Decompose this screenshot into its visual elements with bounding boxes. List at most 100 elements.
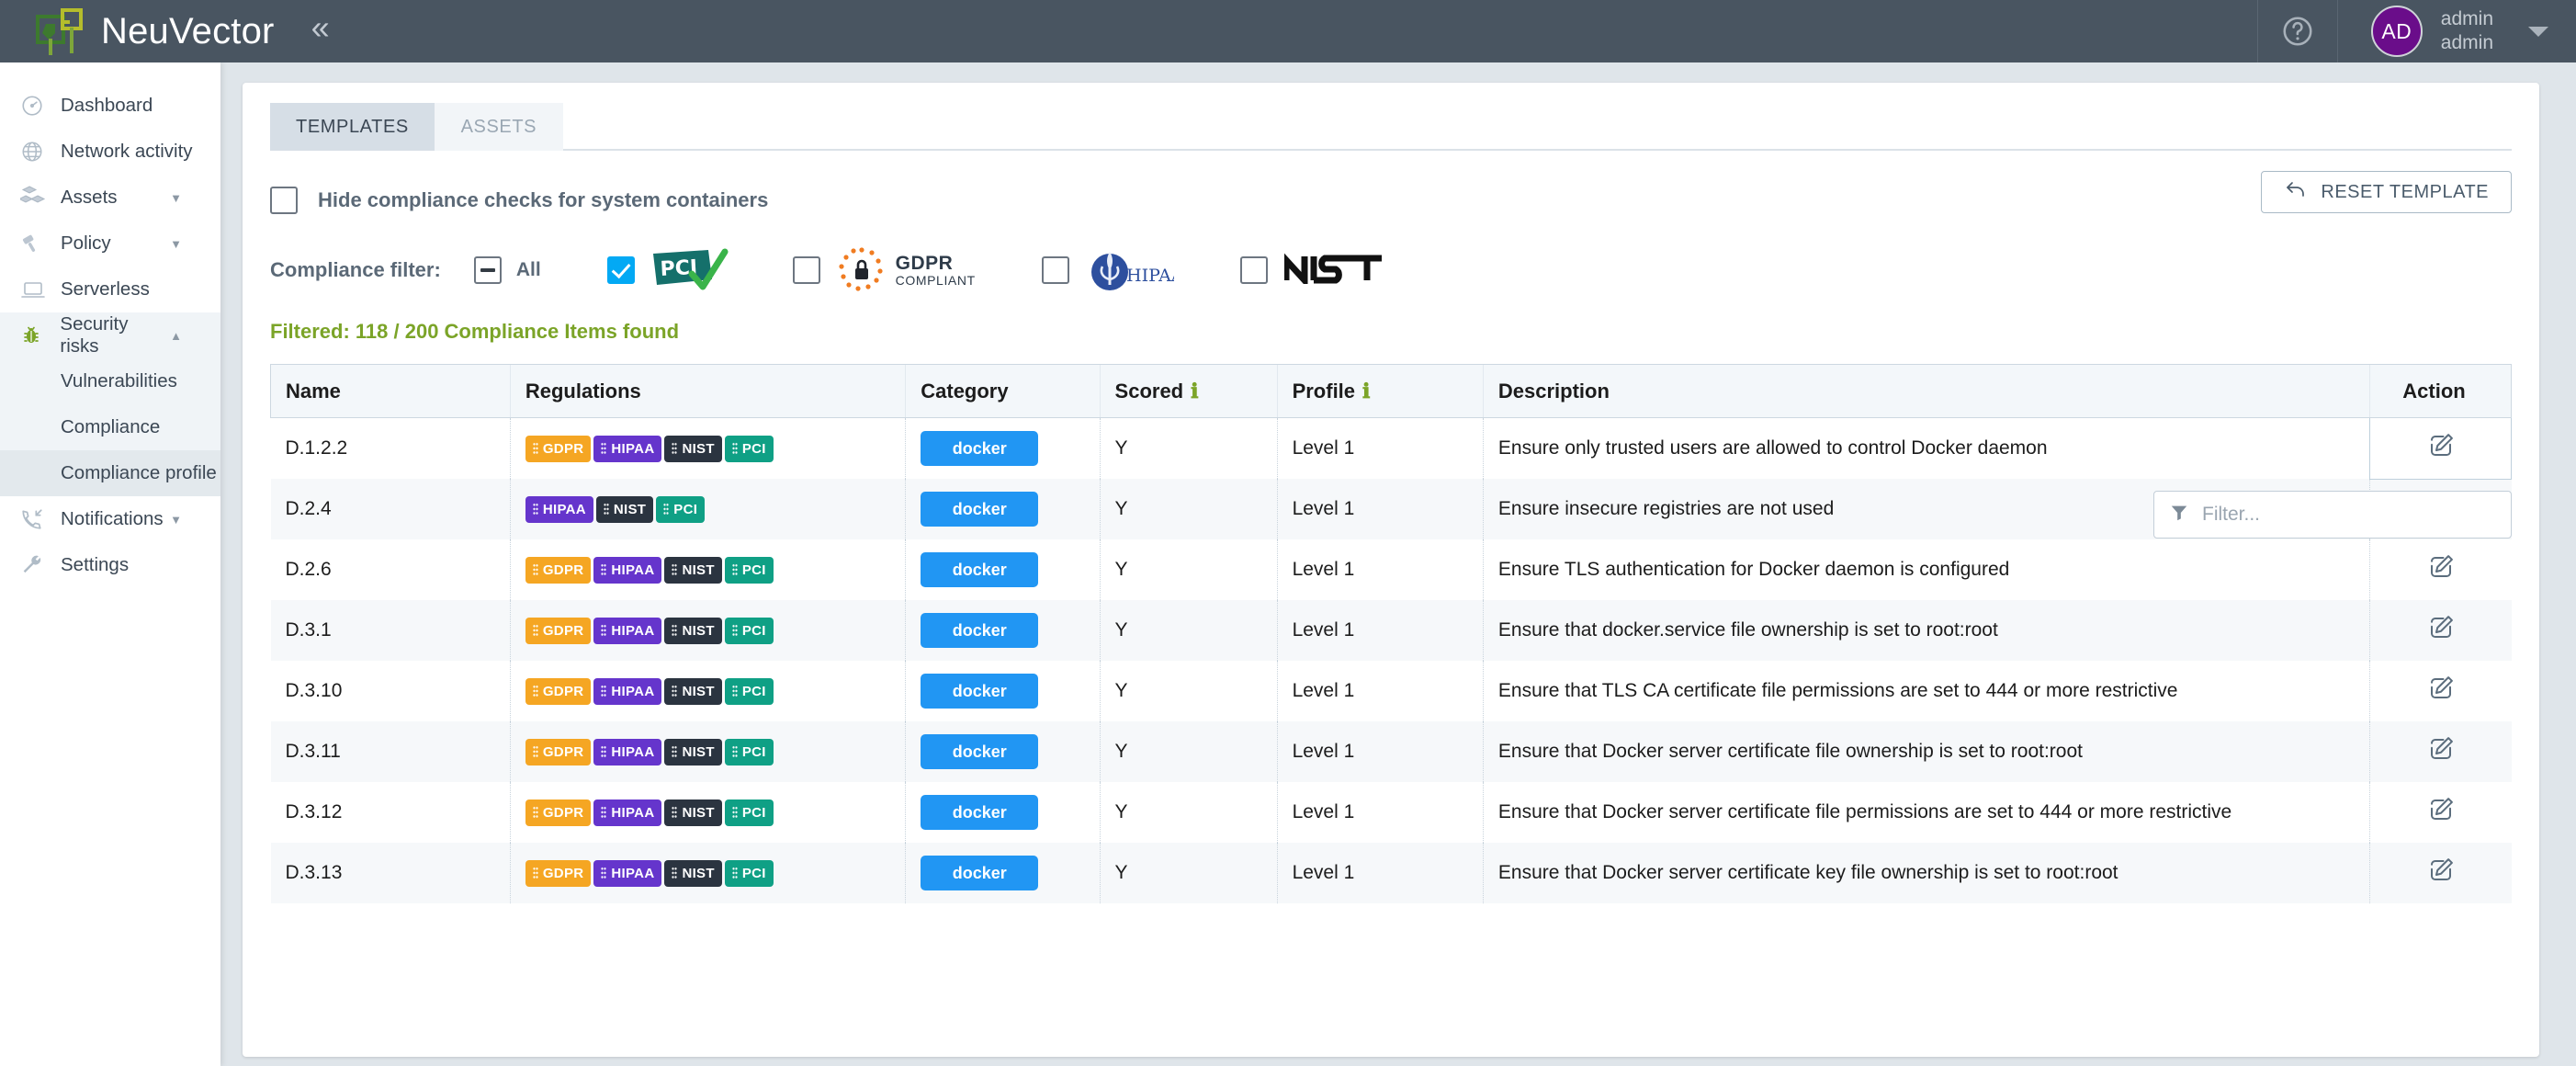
chevron-double-left-icon[interactable]: « <box>311 8 330 46</box>
drag-grip-icon[interactable] <box>601 867 607 879</box>
drag-grip-icon[interactable] <box>532 867 538 879</box>
drag-grip-icon[interactable] <box>731 867 738 879</box>
regulation-badge-hipaa[interactable]: HIPAA <box>593 435 662 462</box>
caret-down-icon[interactable] <box>2528 26 2548 37</box>
regulation-badge-gdpr[interactable]: GDPR <box>525 859 592 887</box>
regulation-badge-nist[interactable]: NIST <box>595 495 654 523</box>
drag-grip-icon[interactable] <box>532 806 538 819</box>
filter-gdpr-checkbox[interactable] <box>792 256 820 284</box>
col-header-name[interactable]: Name <box>270 364 511 418</box>
regulation-badge-pci[interactable]: PCI <box>724 435 774 462</box>
regulation-badge-nist[interactable]: NIST <box>664 738 722 765</box>
tab-templates[interactable]: TEMPLATES <box>270 103 435 151</box>
cell-action[interactable] <box>2369 417 2512 480</box>
sidebar-item-assets[interactable]: Assets ▼ <box>0 175 220 221</box>
drag-grip-icon[interactable] <box>672 806 678 819</box>
filter-pci[interactable]: PCI <box>606 248 729 292</box>
profile-info-icon[interactable]: ℹ <box>1362 379 1371 403</box>
regulation-badge-pci[interactable]: PCI <box>656 495 706 523</box>
drag-grip-icon[interactable] <box>731 685 738 697</box>
drag-grip-icon[interactable] <box>601 685 607 697</box>
category-pill[interactable]: docker <box>921 613 1039 648</box>
regulation-badge-pci[interactable]: PCI <box>724 617 774 644</box>
drag-grip-icon[interactable] <box>672 745 678 758</box>
regulation-badge-nist[interactable]: NIST <box>664 556 722 584</box>
sidebar-item-dashboard[interactable]: Dashboard <box>0 83 220 129</box>
filter-hipaa[interactable]: HIPAA <box>1041 246 1184 294</box>
regulation-badge-gdpr[interactable]: GDPR <box>525 617 592 644</box>
sidebar-item-network-activity[interactable]: Network activity <box>0 129 220 175</box>
regulation-badge-hipaa[interactable]: HIPAA <box>593 556 662 584</box>
drag-grip-icon[interactable] <box>532 442 538 455</box>
drag-grip-icon[interactable] <box>731 442 738 455</box>
regulation-badge-nist[interactable]: NIST <box>664 677 722 705</box>
drag-grip-icon[interactable] <box>532 563 538 576</box>
sidebar-item-settings[interactable]: Settings <box>0 542 220 588</box>
drag-grip-icon[interactable] <box>532 745 538 758</box>
chevron-down-icon[interactable]: ▼ <box>170 236 182 251</box>
col-header-description[interactable]: Description <box>1482 364 2370 418</box>
chevron-down-icon[interactable]: ▼ <box>170 512 182 527</box>
regulation-badge-nist[interactable]: NIST <box>664 859 722 887</box>
drag-grip-icon[interactable] <box>731 745 738 758</box>
sidebar-item-serverless[interactable]: Serverless <box>0 266 220 312</box>
filter-gdpr[interactable]: GDPR COMPLIANT <box>792 245 976 295</box>
regulation-badge-gdpr[interactable]: GDPR <box>525 556 592 584</box>
drag-grip-icon[interactable] <box>603 503 609 516</box>
filter-nist[interactable] <box>1239 251 1385 289</box>
filter-input[interactable]: Filter... <box>2153 491 2512 539</box>
regulation-badge-nist[interactable]: NIST <box>664 617 722 644</box>
regulation-badge-hipaa[interactable]: HIPAA <box>593 617 662 644</box>
chevron-down-icon[interactable]: ▼ <box>170 190 182 205</box>
edit-icon[interactable] <box>2427 614 2455 647</box>
drag-grip-icon[interactable] <box>672 624 678 637</box>
sidebar-item-compliance[interactable]: Compliance <box>0 404 220 450</box>
regulation-badge-nist[interactable]: NIST <box>664 799 722 826</box>
edit-icon[interactable] <box>2427 796 2455 829</box>
filter-pci-checkbox[interactable] <box>606 256 635 284</box>
drag-grip-icon[interactable] <box>672 563 678 576</box>
regulation-badge-hipaa[interactable]: HIPAA <box>593 799 662 826</box>
category-pill[interactable]: docker <box>921 795 1039 830</box>
regulation-badge-hipaa[interactable]: HIPAA <box>593 859 662 887</box>
tab-assets[interactable]: ASSETS <box>434 103 563 151</box>
category-pill[interactable]: docker <box>921 674 1039 709</box>
hide-system-containers-checkbox[interactable] <box>270 187 298 214</box>
brand[interactable]: NeuVector <box>0 7 275 55</box>
filter-nist-checkbox[interactable] <box>1239 256 1268 284</box>
regulation-badge-gdpr[interactable]: GDPR <box>525 799 592 826</box>
cell-action[interactable] <box>2369 721 2512 782</box>
edit-icon[interactable] <box>2427 735 2455 768</box>
drag-grip-icon[interactable] <box>731 806 738 819</box>
regulation-badge-pci[interactable]: PCI <box>724 799 774 826</box>
col-header-regulations[interactable]: Regulations <box>509 364 906 418</box>
regulation-badge-hipaa[interactable]: HIPAA <box>593 677 662 705</box>
edit-icon[interactable] <box>2427 553 2455 586</box>
edit-icon[interactable] <box>2427 675 2455 708</box>
cell-action[interactable] <box>2369 782 2512 843</box>
drag-grip-icon[interactable] <box>672 867 678 879</box>
category-pill[interactable]: docker <box>921 492 1039 527</box>
category-pill[interactable]: docker <box>921 552 1039 587</box>
sidebar-item-security-risks[interactable]: Security risks ▲ <box>0 312 220 358</box>
sidebar-item-vulnerabilities[interactable]: Vulnerabilities <box>0 358 220 404</box>
regulation-badge-pci[interactable]: PCI <box>724 677 774 705</box>
drag-grip-icon[interactable] <box>731 624 738 637</box>
regulation-badge-nist[interactable]: NIST <box>664 435 722 462</box>
regulation-badge-gdpr[interactable]: GDPR <box>525 435 592 462</box>
sidebar-item-notifications[interactable]: Notifications ▼ <box>0 496 220 542</box>
cell-action[interactable] <box>2369 600 2512 661</box>
regulation-badge-pci[interactable]: PCI <box>724 738 774 765</box>
drag-grip-icon[interactable] <box>532 503 538 516</box>
filter-all-checkbox[interactable] <box>473 256 502 284</box>
sidebar-item-policy[interactable]: Policy ▼ <box>0 221 220 266</box>
drag-grip-icon[interactable] <box>601 745 607 758</box>
chevron-up-icon[interactable]: ▲ <box>170 328 182 343</box>
